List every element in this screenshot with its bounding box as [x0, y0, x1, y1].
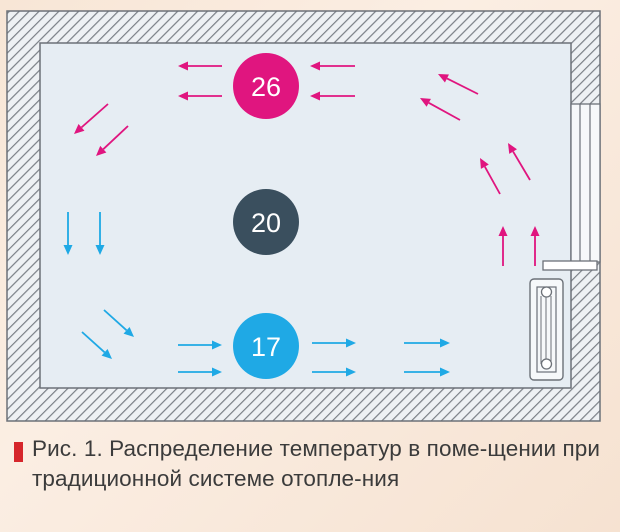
temperature-marker-bottom: 17 [233, 313, 299, 379]
warm-airflow-arrow [178, 91, 222, 101]
warm-airflow-arrow [310, 61, 355, 71]
temperature-label-bottom: 17 [251, 332, 281, 362]
warm-airflow-arrow [480, 158, 501, 195]
warm-airflow-arrow [420, 98, 461, 121]
warm-airflow-arrows [74, 61, 540, 266]
warm-airflow-arrow [508, 143, 531, 181]
figure-caption: Рис. 1. Распределение температур в поме-… [14, 434, 610, 494]
cool-airflow-arrow [312, 338, 356, 348]
cool-airflow-arrow [81, 331, 112, 359]
room-temperature-diagram: 26 20 17 [6, 10, 601, 422]
window [542, 103, 601, 271]
temperature-marker-top: 26 [233, 53, 299, 119]
warm-airflow-arrow [178, 61, 222, 71]
cool-airflow-arrow [404, 338, 450, 348]
cool-airflow-arrow [95, 212, 105, 255]
warm-airflow-arrow [438, 74, 479, 95]
temperature-marker-middle: 20 [233, 189, 299, 255]
temperature-label-middle: 20 [251, 208, 281, 238]
warm-airflow-arrow [96, 125, 129, 156]
warm-airflow-arrow [530, 226, 540, 266]
cool-airflow-arrow [63, 212, 73, 255]
cool-airflow-arrow [404, 367, 450, 377]
caption-text: Рис. 1. Распределение температур в поме-… [32, 436, 601, 491]
cool-airflow-arrows [63, 212, 450, 377]
cool-airflow-arrow [178, 367, 222, 377]
warm-airflow-arrow [498, 226, 508, 266]
warm-airflow-arrow [74, 103, 109, 134]
cool-airflow-arrow [312, 367, 356, 377]
warm-airflow-arrow [310, 91, 355, 101]
cool-airflow-arrow [103, 309, 134, 337]
caption-marker [14, 442, 23, 462]
cool-airflow-arrow [178, 340, 222, 350]
room-interior [39, 42, 572, 389]
radiator [529, 278, 564, 381]
temperature-label-top: 26 [251, 72, 281, 102]
